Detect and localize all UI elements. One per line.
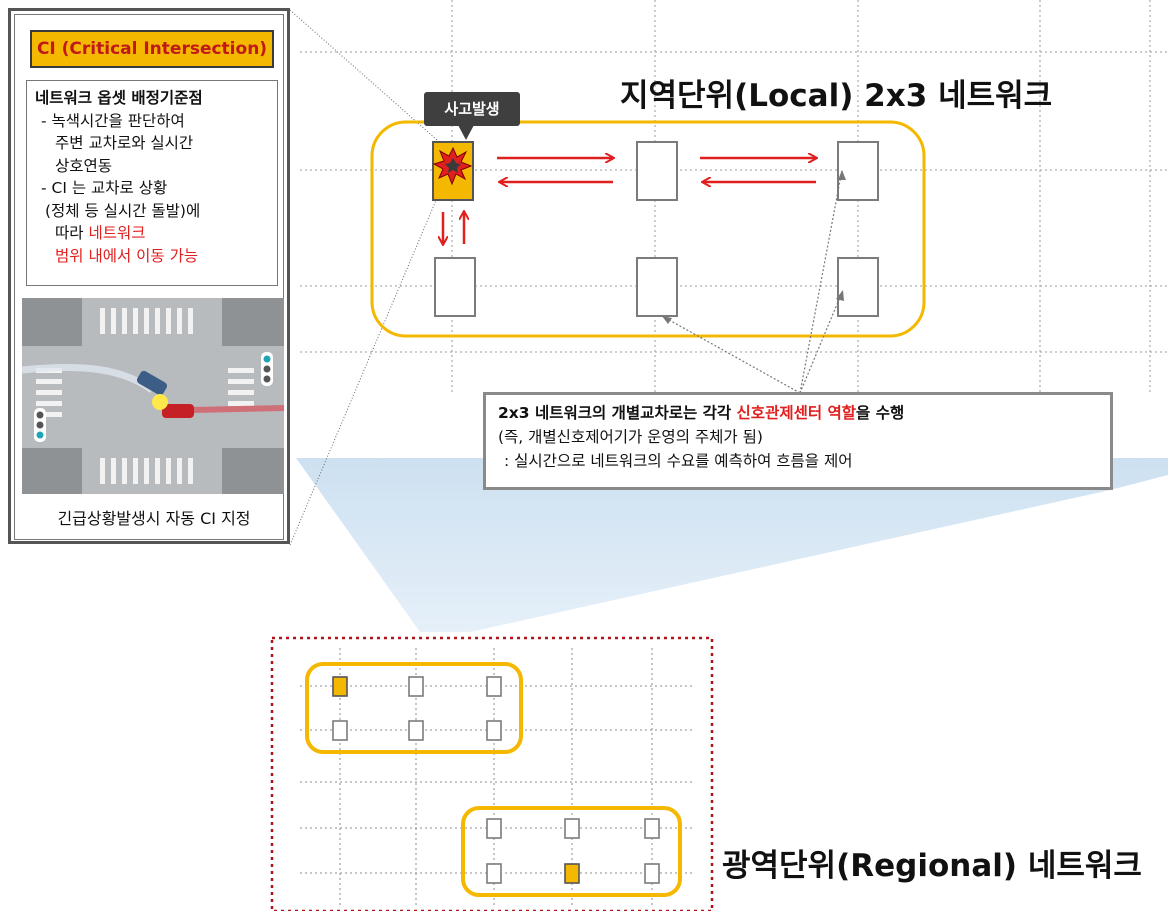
info-line-3: : 실시간으로 네트워크의 수요를 예측하여 흐름을 제어 — [504, 452, 853, 470]
info-text: 2x3 네트워크의 개별교차로는 각각 — [498, 404, 737, 422]
local-grid — [300, 0, 1168, 395]
criteria-line: 주변 교차로와 실시간 — [55, 134, 194, 152]
criteria-heading: 네트워크 옵셋 배정기준점 — [35, 89, 203, 107]
callout-arrowhead — [662, 316, 672, 324]
local-network-title: 지역단위(Local) 2x3 네트워크 — [620, 78, 1053, 114]
info-line-1: 2x3 네트워크의 개별교차로는 각각 신호관제센터 역할을 수행 — [498, 401, 1110, 425]
regional-intersections — [332, 676, 660, 884]
intersection-box — [434, 257, 476, 317]
callout-arrowhead — [838, 170, 846, 180]
accident-badge: 사고발생 — [424, 92, 520, 126]
criteria-line: (정체 등 실시간 돌발)에 — [45, 201, 201, 220]
info-line-2: (즉, 개별신호제어기가 운영의 주체가 됨) — [498, 428, 763, 446]
ci-title-label: CI (Critical Intersection) — [30, 30, 274, 68]
photo-caption: 긴급상황발생시 자동 CI 지정 — [57, 509, 251, 528]
callout-lines — [661, 169, 844, 394]
criteria-line: 상호연동 — [55, 156, 113, 175]
criteria-line: - 녹색시간을 판단하여 — [41, 111, 185, 130]
intersection-box — [837, 141, 879, 201]
local-intersections — [432, 141, 879, 317]
criteria-highlight: 범위 내에서 이동 가능 — [55, 246, 199, 265]
accident-badge-pointer — [458, 125, 474, 140]
info-highlight: 신호관제센터 역할 — [736, 404, 857, 422]
criteria-highlight: 네트워크 — [88, 224, 146, 242]
regional-network-outline-a — [305, 662, 523, 754]
ci-description-panel-inner — [14, 14, 284, 540]
intersection-box — [636, 141, 678, 201]
info-text: 을 수행 — [856, 404, 905, 422]
zoom-projection-fan — [296, 458, 1168, 632]
intersection-crash-illustration — [22, 298, 284, 494]
criteria-line-mixed: 따라 네트워크 — [35, 222, 271, 245]
regional-network-title: 광역단위(Regional) 네트워크 — [722, 848, 1142, 884]
crash-core-icon — [445, 158, 461, 173]
intersection-box — [636, 257, 678, 317]
flow-arrows — [443, 158, 816, 244]
local-network-outline — [370, 120, 926, 338]
criteria-line: 따라 — [55, 224, 89, 242]
callout-arrowhead — [836, 290, 844, 301]
regional-network-outline-b — [461, 806, 682, 897]
info-callout-box: 2x3 네트워크의 개별교차로는 각각 신호관제센터 역할을 수행 (즉, 개별… — [483, 392, 1113, 490]
criteria-line: - CI 는 교차로 상황 — [41, 179, 168, 197]
offset-criteria-box: 네트워크 옵셋 배정기준점 - 녹색시간을 판단하여 주변 교차로와 실시간 상… — [26, 80, 278, 286]
intersection-box — [837, 257, 879, 317]
